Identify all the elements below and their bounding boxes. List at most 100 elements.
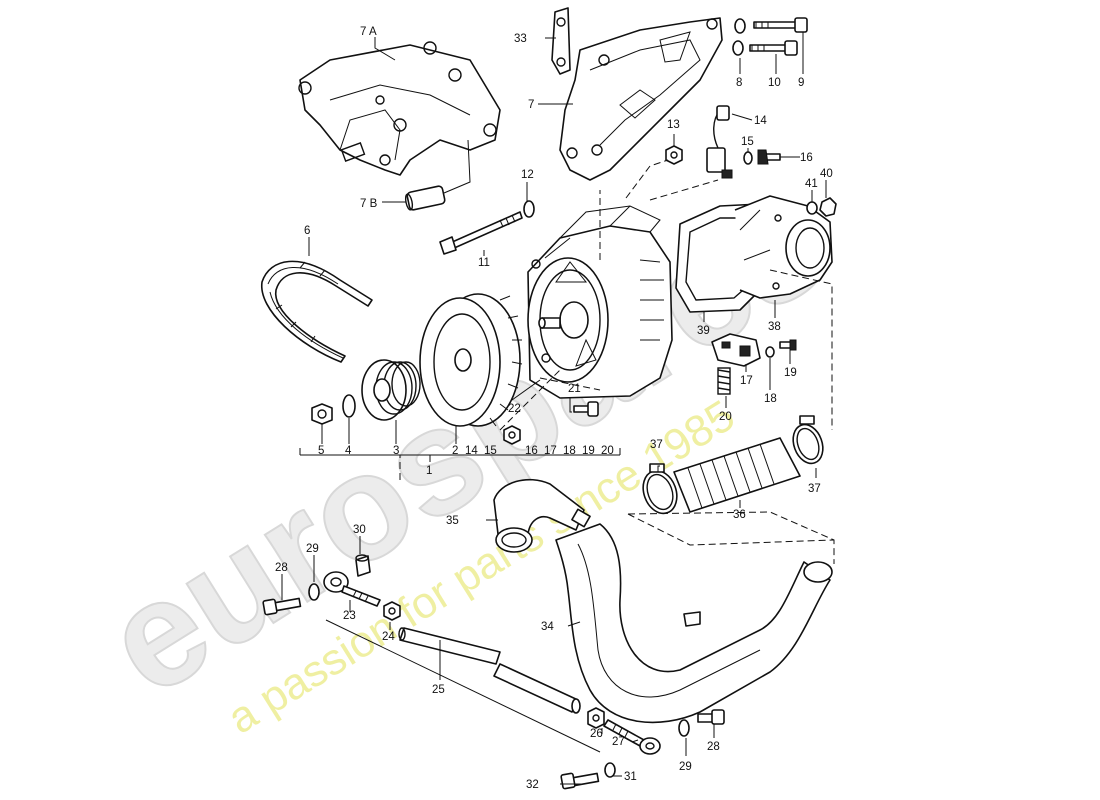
label-12: 12 <box>521 169 534 181</box>
label-34: 34 <box>541 621 554 633</box>
label-39: 39 <box>697 325 710 337</box>
label-29-top: 29 <box>306 543 319 555</box>
nut-40 <box>819 197 837 217</box>
label-9: 9 <box>798 77 804 89</box>
label-19-bottom: 19 <box>582 445 595 457</box>
label-40: 40 <box>820 168 833 180</box>
pulley-3 <box>361 359 421 421</box>
label-15-bottom: 15 <box>484 445 497 457</box>
rod-25 <box>398 627 581 714</box>
dashed-guides <box>399 159 835 564</box>
sleeve-7b <box>404 139 471 211</box>
bolt-32 <box>560 772 600 790</box>
nut-24 <box>383 601 401 621</box>
air-housing <box>734 195 833 299</box>
alternator <box>527 205 673 399</box>
label-3: 3 <box>393 445 399 457</box>
label-27: 27 <box>612 736 625 748</box>
label-37-right: 37 <box>808 483 821 495</box>
bolt-9 <box>753 17 808 33</box>
label-22: 22 <box>508 403 521 415</box>
label-23: 23 <box>343 610 356 622</box>
hose-36 <box>673 437 801 513</box>
label-41: 41 <box>805 178 818 190</box>
connector-14 <box>706 105 733 179</box>
label-15: 15 <box>741 136 754 148</box>
bushing-30 <box>355 554 371 577</box>
washer-4 <box>342 394 356 418</box>
label-21: 21 <box>568 383 581 395</box>
washer-15 <box>743 151 753 165</box>
label-33: 33 <box>514 33 527 45</box>
nut-26 <box>587 707 605 729</box>
label-24: 24 <box>382 631 395 643</box>
nut-5 <box>311 403 333 425</box>
nut-22 <box>503 425 521 445</box>
label-7a: 7 A <box>360 26 377 38</box>
bolt-10 <box>749 40 798 56</box>
clamp-37-left <box>642 463 678 515</box>
label-5: 5 <box>318 445 324 457</box>
washer-29-top <box>308 583 320 601</box>
regulator-17 <box>711 333 761 367</box>
bracket-7a <box>298 41 501 176</box>
label-16: 16 <box>800 152 813 164</box>
leader-lines <box>281 32 827 785</box>
label-7: 7 <box>528 99 534 111</box>
label-16-bottom: 16 <box>525 445 538 457</box>
label-6: 6 <box>304 225 310 237</box>
belt-6 <box>261 260 373 363</box>
label-28-bottom: 28 <box>707 741 720 753</box>
label-19-screw: 19 <box>784 367 797 379</box>
label-8: 8 <box>736 77 742 89</box>
elbow-35 <box>493 478 591 553</box>
eye-bolt-27 <box>603 719 661 755</box>
clamp-37-right <box>792 415 824 465</box>
part-labels: 7 A 7 B 7 8 9 10 33 13 14 15 16 12 11 6 … <box>275 26 833 791</box>
label-18-bottom: 18 <box>563 445 576 457</box>
label-36: 36 <box>733 509 746 521</box>
nut-13 <box>665 145 683 165</box>
label-37-left: 37 <box>650 439 663 451</box>
bolt-16 <box>757 149 781 165</box>
bracket-7 <box>559 17 723 181</box>
label-13: 13 <box>667 119 680 131</box>
label-35: 35 <box>446 515 459 527</box>
label-32: 32 <box>526 779 539 791</box>
pulley-disc <box>419 297 501 427</box>
screw-19 <box>779 339 797 351</box>
washer-31 <box>604 762 616 778</box>
screw-21 <box>573 401 599 417</box>
label-20-bottom: 20 <box>601 445 614 457</box>
label-17-bottom: 17 <box>544 445 557 457</box>
washer-29-bottom <box>678 719 690 737</box>
washer-41 <box>806 201 818 215</box>
label-4: 4 <box>345 445 352 457</box>
label-14-bottom: 14 <box>465 445 478 457</box>
label-11: 11 <box>478 257 490 269</box>
label-17-regulator: 17 <box>740 375 753 387</box>
label-31: 31 <box>624 771 637 783</box>
label-20-spring: 20 <box>719 411 732 423</box>
washer-12 <box>523 200 535 218</box>
label-38: 38 <box>768 321 781 333</box>
label-26: 26 <box>590 728 603 740</box>
label-7b: 7 B <box>360 198 378 210</box>
label-14: 14 <box>754 115 767 127</box>
eye-bolt-23 <box>323 571 381 607</box>
pipe-34 <box>555 523 833 724</box>
bolt-28-top <box>262 597 302 616</box>
label-25: 25 <box>432 684 445 696</box>
label-18-washer: 18 <box>764 393 777 405</box>
label-29-bottom: 29 <box>679 761 692 773</box>
spring-20 <box>717 367 731 395</box>
label-1: 1 <box>426 465 432 477</box>
label-28-top: 28 <box>275 562 288 574</box>
label-10: 10 <box>768 77 781 89</box>
bolt-11 <box>439 211 523 255</box>
bolt-28-bottom <box>697 709 725 725</box>
washer-8 <box>732 18 746 56</box>
washer-18 <box>765 346 775 358</box>
